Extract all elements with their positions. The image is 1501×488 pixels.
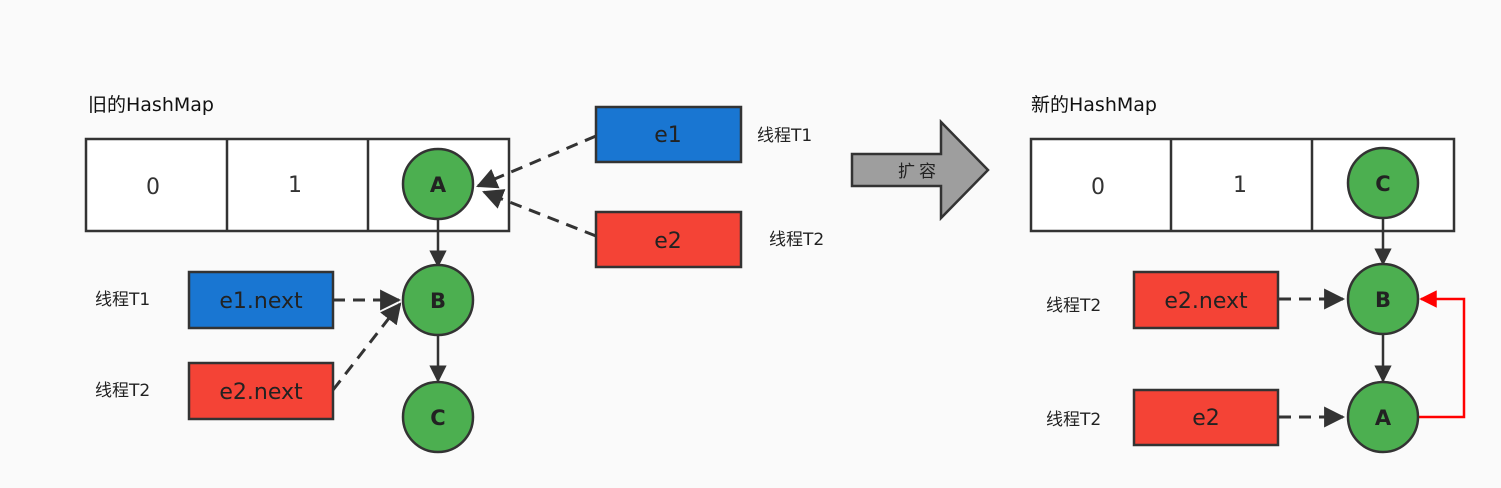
- new-label-e2-thread: 线程T2: [1046, 410, 1101, 430]
- old-pointer-e2-a: [482, 189, 597, 238]
- resize-arrow-label: 扩容: [898, 162, 940, 182]
- new-cell-0: 0: [1091, 175, 1105, 200]
- new-cell-1: 1: [1233, 173, 1247, 198]
- new-node-b-label: B: [1375, 288, 1391, 312]
- old-box-e1-next: e1.next: [187, 270, 335, 330]
- old-box-e1-next-label: e1.next: [219, 289, 303, 314]
- new-node-c: C: [1346, 146, 1420, 220]
- old-box-e2-next: e2.next: [187, 361, 335, 421]
- old-box-e2-label: e2: [654, 229, 682, 254]
- new-hashmap-title: 新的HashMap: [1031, 94, 1157, 116]
- new-edge-a-b-cycle: [1419, 290, 1466, 419]
- old-pointer-e1-a: [476, 134, 597, 189]
- new-label-e2-next-thread: 线程T2: [1046, 296, 1101, 316]
- old-node-a: A: [401, 147, 475, 221]
- old-node-c: C: [401, 380, 475, 454]
- old-box-e2: e2: [594, 210, 743, 269]
- old-label-e2-next-thread: 线程T2: [95, 381, 150, 401]
- old-node-b: B: [401, 263, 475, 337]
- old-pointer-e2next-b: [331, 302, 402, 391]
- new-node-c-label: C: [1375, 172, 1390, 196]
- new-node-a: A: [1346, 380, 1420, 454]
- old-label-e1-next-thread: 线程T1: [95, 290, 150, 310]
- old-cell-0: 0: [146, 175, 160, 200]
- new-box-e2: e2: [1132, 388, 1280, 447]
- old-label-e1-thread: 线程T1: [757, 126, 812, 146]
- old-label-e2-thread: 线程T2: [769, 230, 824, 250]
- old-node-b-label: B: [430, 289, 446, 313]
- old-node-a-label: A: [430, 173, 447, 197]
- new-box-e2-label: e2: [1192, 406, 1220, 431]
- new-box-e2-next-label: e2.next: [1164, 289, 1248, 314]
- new-box-e2-next: e2.next: [1132, 270, 1280, 330]
- old-node-c-label: C: [430, 406, 445, 430]
- new-node-a-label: A: [1375, 406, 1392, 430]
- old-box-e1: e1: [594, 105, 743, 164]
- old-hashmap-title: 旧的HashMap: [88, 94, 214, 116]
- old-box-e2-next-label: e2.next: [219, 380, 303, 405]
- old-box-e1-label: e1: [654, 123, 682, 148]
- new-node-b: B: [1346, 262, 1420, 336]
- old-cell-1: 1: [288, 173, 302, 198]
- resize-arrow: 扩容: [850, 118, 990, 222]
